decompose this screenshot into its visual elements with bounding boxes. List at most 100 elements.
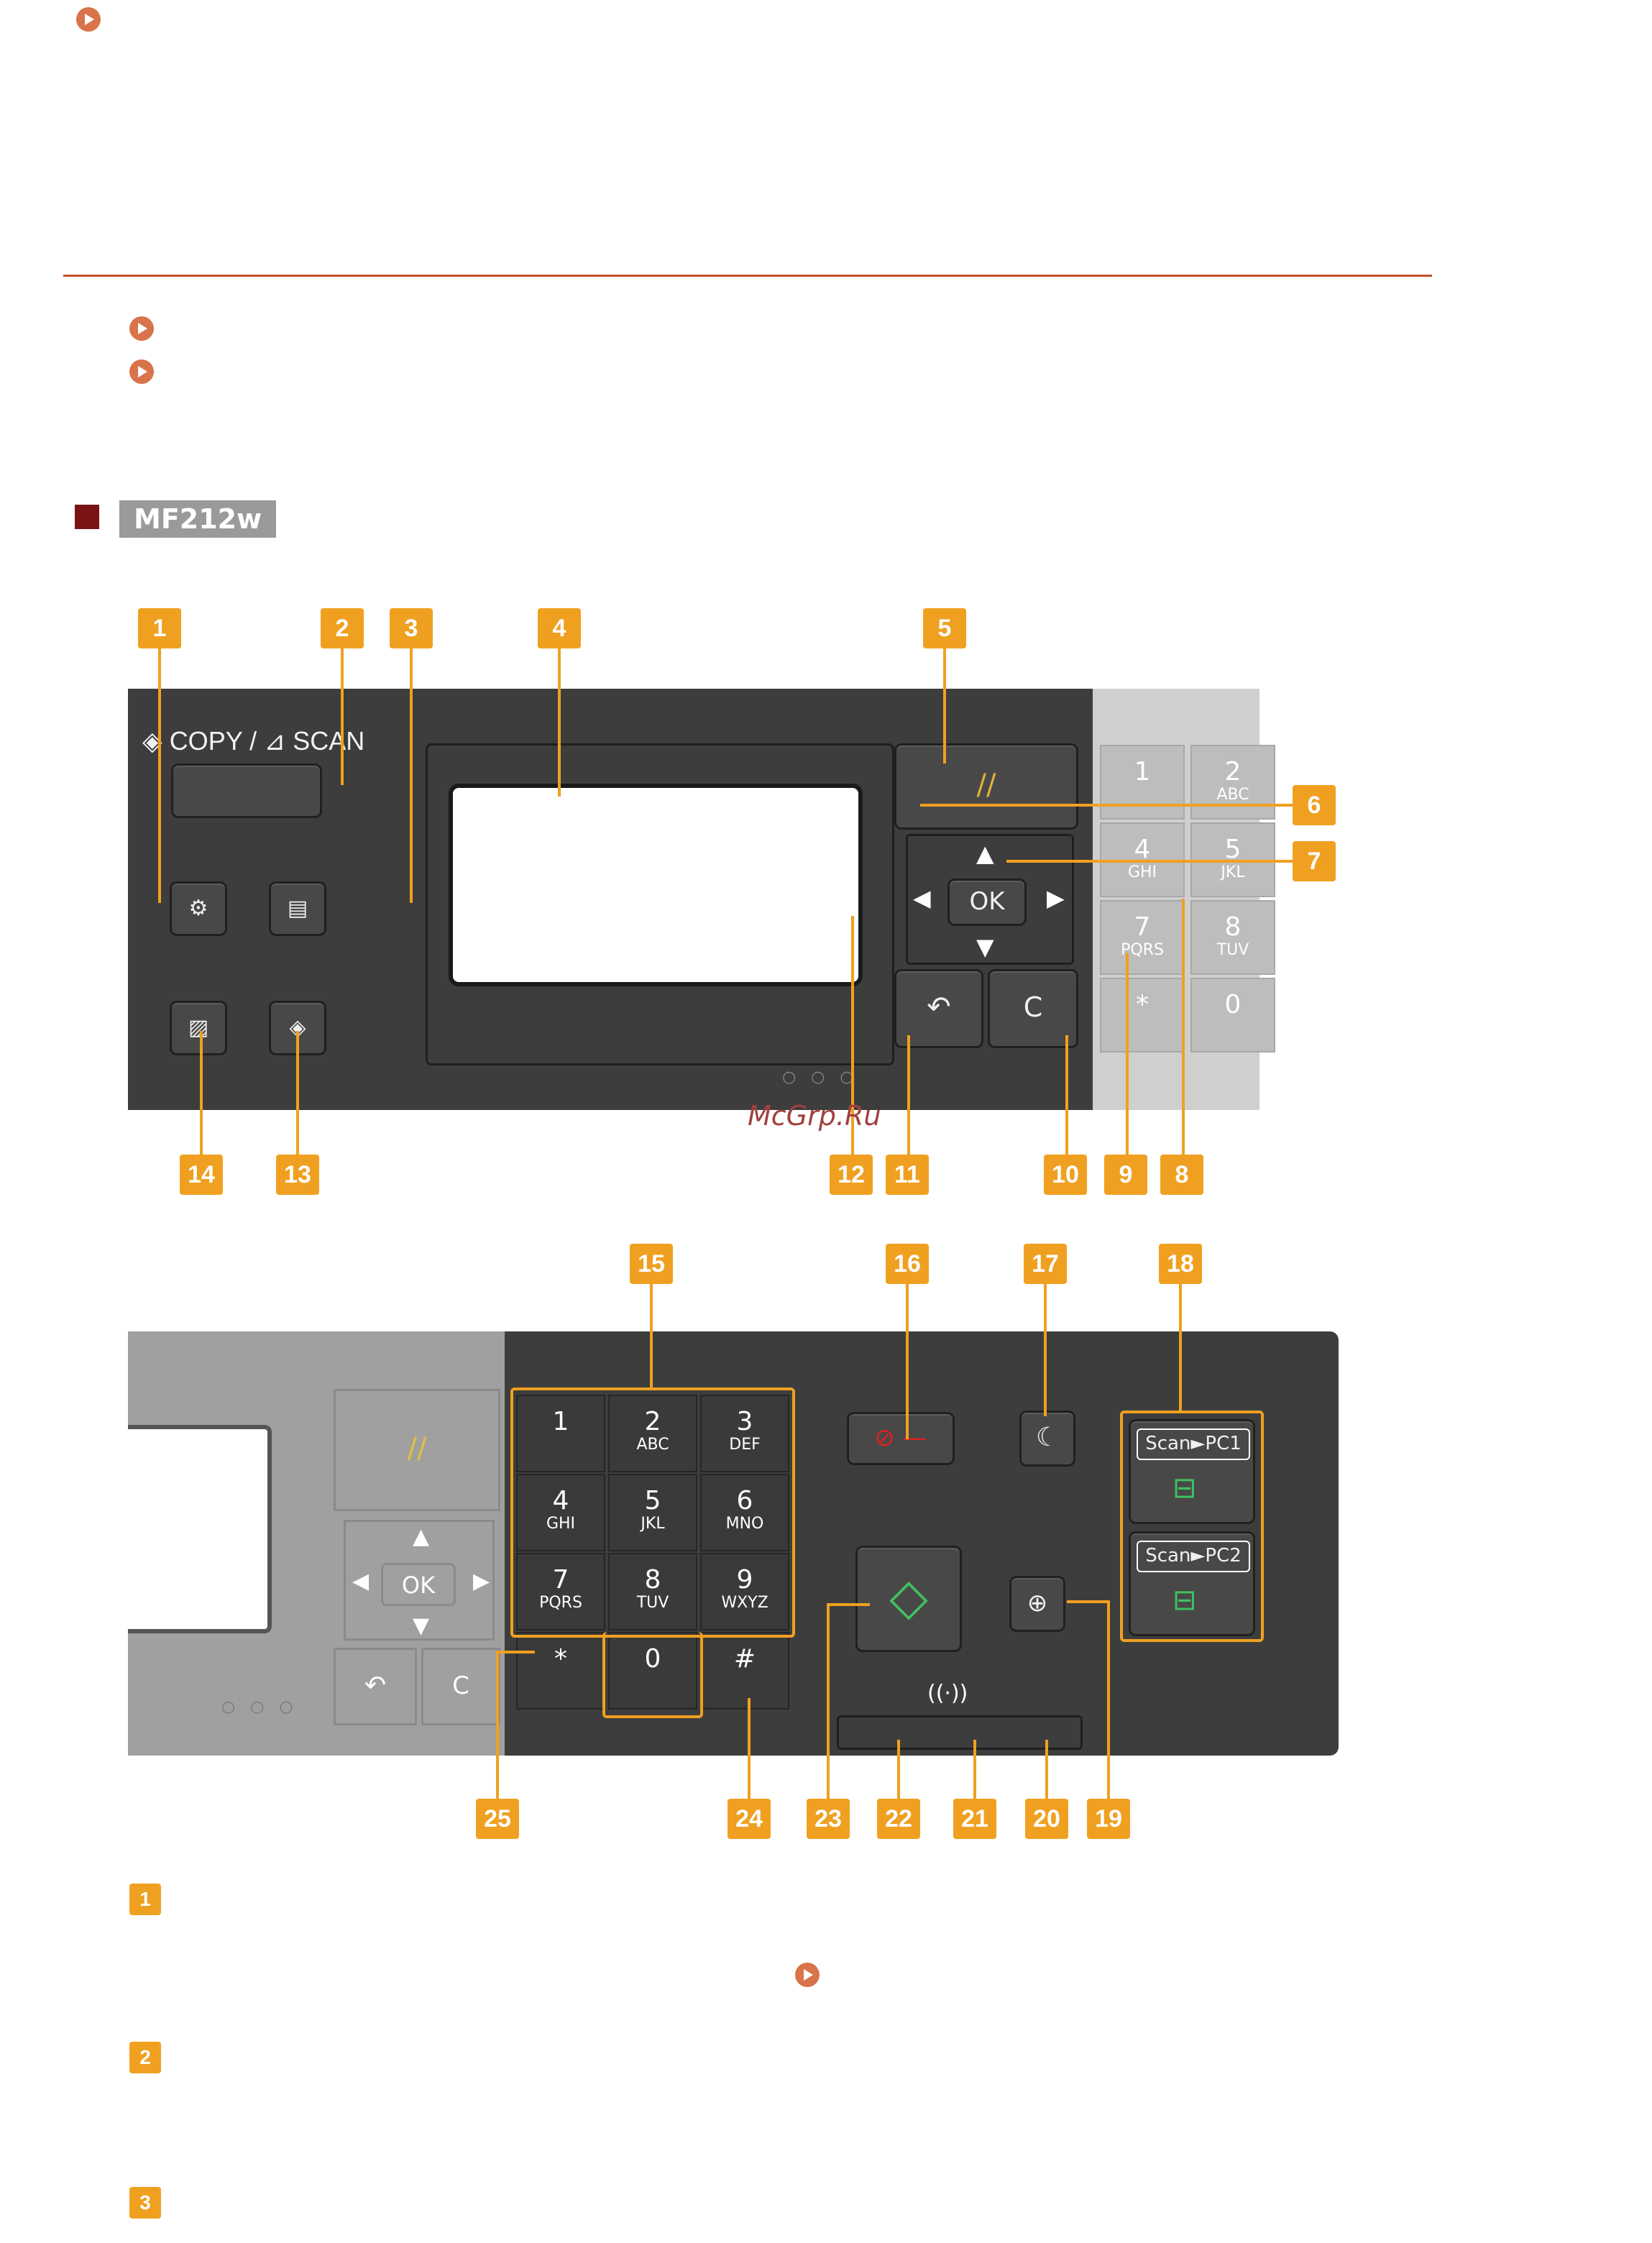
up-arrow-icon[interactable]: ▲ xyxy=(976,840,994,867)
display-frame xyxy=(426,743,894,1065)
left-reset-area: // xyxy=(334,1389,500,1511)
callout-badge: 10 xyxy=(1044,1155,1087,1195)
leader-line xyxy=(748,1698,751,1800)
link-bullet-icon[interactable] xyxy=(129,359,154,384)
watermark: McGrp.Ru xyxy=(748,1100,881,1132)
leader-line xyxy=(1065,1035,1068,1156)
start-icon: ◇ xyxy=(889,1567,928,1626)
display-screen xyxy=(449,784,863,986)
scan-pc-highlight xyxy=(1120,1411,1264,1642)
callout-badge: 15 xyxy=(630,1244,673,1284)
callout-badge: 2 xyxy=(321,608,364,648)
down-arrow-icon[interactable]: ▼ xyxy=(976,933,994,960)
scan-icon: ⊿ xyxy=(264,726,293,756)
leader-line xyxy=(827,1603,870,1606)
ok-button[interactable]: OK xyxy=(381,1563,456,1606)
leader-line xyxy=(496,1651,499,1800)
leader-line xyxy=(973,1740,976,1800)
wps-icon: ⊕ xyxy=(1027,1589,1048,1618)
indicator-dots: ○ ○ ○ xyxy=(221,1698,293,1716)
callout-badge: 6 xyxy=(1293,785,1336,825)
scan-pc1-button[interactable]: Scan►PC1 ⊟ xyxy=(1129,1419,1255,1524)
back-button[interactable]: ↶ xyxy=(334,1648,417,1725)
stop-button[interactable]: ⊘ — xyxy=(847,1412,955,1465)
left-arrow-icon[interactable]: ◀ xyxy=(913,884,931,912)
clear-button[interactable]: C xyxy=(988,969,1078,1048)
menu-button[interactable]: ⚙ xyxy=(170,881,227,936)
key-1[interactable]: 1 xyxy=(1100,745,1185,820)
callout-badge: 16 xyxy=(886,1244,929,1284)
right-arrow-icon[interactable]: ▶ xyxy=(1047,884,1065,912)
leader-line xyxy=(1179,1284,1182,1411)
moon-icon: ☾ xyxy=(1035,1423,1060,1452)
status-monitor-button[interactable]: ◈ xyxy=(269,1001,326,1055)
callout-badge: 13 xyxy=(276,1155,319,1195)
key-star[interactable]: * xyxy=(516,1632,605,1710)
clear-button[interactable]: C xyxy=(421,1648,500,1725)
leader-line xyxy=(907,1035,910,1156)
back-button[interactable]: ↶ xyxy=(894,969,983,1048)
status-monitor-icon: ◈ xyxy=(289,1015,306,1040)
link-bullet-icon[interactable] xyxy=(76,7,101,32)
right-arrow-icon[interactable]: ▶ xyxy=(473,1569,490,1594)
list-badge: 1 xyxy=(129,1884,161,1915)
callout-badge: 22 xyxy=(877,1799,920,1839)
computer-icon: ⊟ xyxy=(1173,1472,1197,1505)
wifi-button[interactable]: ⊕ xyxy=(1009,1576,1065,1632)
link-bullet-icon[interactable] xyxy=(795,1963,820,1987)
leader-line xyxy=(1044,1284,1047,1416)
callout-badge: 17 xyxy=(1024,1244,1067,1284)
callout-badge: 8 xyxy=(1160,1155,1203,1195)
start-button[interactable]: ◇ xyxy=(855,1546,962,1652)
left-arrow-icon[interactable]: ◀ xyxy=(352,1569,370,1594)
wifi-icon: ((·)) xyxy=(927,1681,968,1706)
leader-line xyxy=(943,648,946,763)
key-1[interactable]: 1 xyxy=(516,1395,605,1472)
leader-line xyxy=(827,1603,830,1800)
leader-line xyxy=(1107,1600,1110,1800)
indicator-bar xyxy=(837,1715,1083,1750)
stop-icon: ⊘ — xyxy=(874,1423,927,1452)
energy-saver-button[interactable]: ☾ xyxy=(1019,1411,1075,1467)
up-arrow-icon[interactable]: ▲ xyxy=(413,1524,430,1549)
back-icon: ↶ xyxy=(927,991,951,1024)
leader-line xyxy=(920,804,1294,807)
key-star[interactable]: * xyxy=(1100,978,1185,1052)
id-card-copy-button[interactable]: ▤ xyxy=(269,881,326,936)
leader-line xyxy=(1006,860,1294,863)
key-hash[interactable]: # xyxy=(700,1632,789,1710)
callout-badge: 3 xyxy=(390,608,433,648)
leader-line xyxy=(558,648,561,797)
callout-badge: 14 xyxy=(180,1155,223,1195)
down-arrow-icon[interactable]: ▼ xyxy=(413,1613,430,1638)
back-icon: ↶ xyxy=(364,1671,387,1700)
key-0[interactable]: 0 xyxy=(608,1632,697,1710)
callout-badge: 20 xyxy=(1025,1799,1068,1839)
leader-line xyxy=(1182,899,1185,1156)
link-bullet-icon[interactable] xyxy=(129,316,154,341)
reset-button[interactable]: // xyxy=(894,743,1078,830)
paper-setting-button[interactable]: ▨ xyxy=(170,1001,227,1055)
callout-badge: 18 xyxy=(1159,1244,1202,1284)
section-marker-icon xyxy=(75,505,99,529)
ok-button[interactable]: OK xyxy=(947,879,1027,926)
scan-pc2-button[interactable]: Scan►PC2 ⊟ xyxy=(1129,1531,1255,1636)
keypad-highlight xyxy=(510,1387,795,1638)
callout-badge: 24 xyxy=(728,1799,771,1839)
copy-scan-button[interactable] xyxy=(171,763,322,818)
leader-line xyxy=(1067,1600,1109,1603)
key-0[interactable]: 0 xyxy=(1190,978,1275,1052)
callout-badge: 19 xyxy=(1087,1799,1130,1839)
